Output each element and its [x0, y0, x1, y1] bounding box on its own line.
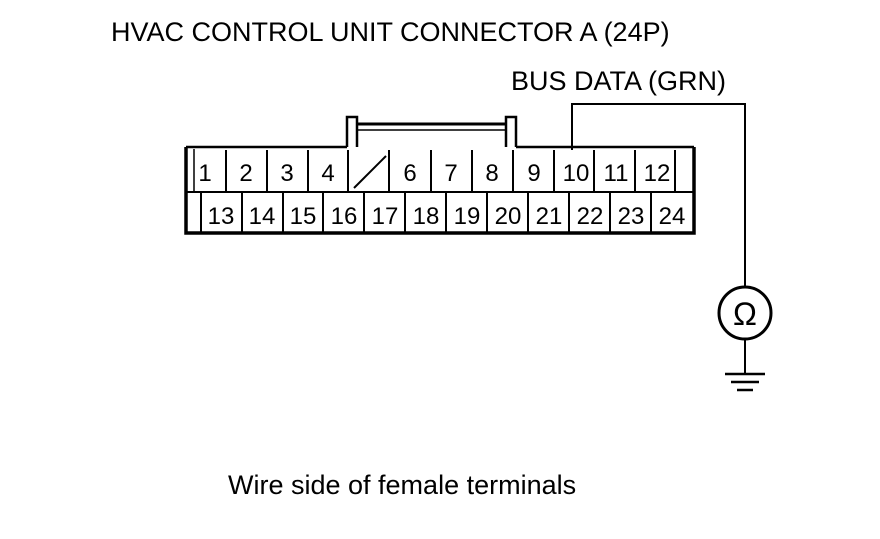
blank-cavity-mark	[353, 155, 387, 189]
terminal-17: 17	[372, 203, 399, 230]
terminal-22: 22	[577, 203, 604, 230]
ground-icon	[725, 372, 765, 392]
terminal-2: 2	[239, 160, 252, 187]
bottom-row-terminals: 13 14 15 16 17 18 19 20 21 22 23 24	[200, 192, 686, 233]
terminal-23: 23	[618, 203, 645, 230]
terminal-7: 7	[444, 160, 457, 187]
terminal-18: 18	[413, 203, 440, 230]
bus-data-wire	[571, 103, 746, 287]
terminal-6: 6	[403, 160, 416, 187]
diagram-title: HVAC CONTROL UNIT CONNECTOR A (24P)	[111, 17, 670, 47]
terminal-14: 14	[249, 203, 276, 230]
terminal-15: 15	[290, 203, 317, 230]
ohmmeter-icon: Ω	[717, 285, 773, 374]
bus-data-label: BUS DATA (GRN)	[511, 66, 727, 96]
terminal-20: 20	[495, 203, 522, 230]
terminal-13: 13	[208, 203, 235, 230]
terminal-9: 9	[527, 160, 540, 187]
connector-lock-tab	[345, 115, 518, 147]
terminal-4: 4	[321, 160, 334, 187]
terminal-21: 21	[536, 203, 563, 230]
terminal-12: 12	[644, 160, 671, 187]
terminal-16: 16	[331, 203, 358, 230]
terminal-10: 10	[563, 160, 590, 187]
terminal-11: 11	[604, 160, 629, 187]
terminal-24: 24	[659, 203, 686, 230]
terminal-1: 1	[198, 160, 211, 187]
diagram-caption: Wire side of female terminals	[228, 470, 577, 500]
svg-text:Ω: Ω	[733, 296, 757, 332]
terminal-19: 19	[454, 203, 481, 230]
terminal-8: 8	[485, 160, 498, 187]
terminal-3: 3	[280, 160, 293, 187]
